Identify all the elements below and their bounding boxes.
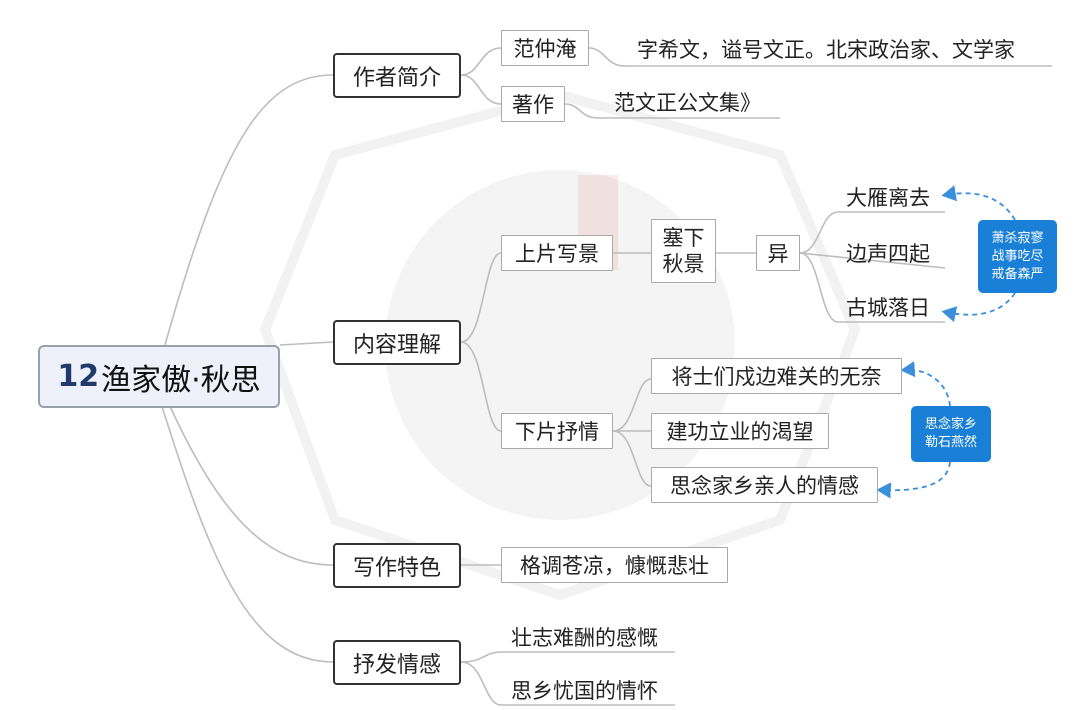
author-works-detail: 范文正公文集》 bbox=[614, 91, 761, 115]
lower-item-1[interactable]: 将士们戍边难关的无奈 bbox=[651, 358, 902, 394]
upper-item-2: 边声四起 bbox=[846, 242, 930, 266]
callout-arrow-lower-top bbox=[900, 361, 951, 407]
upper-diff-node[interactable]: 异 bbox=[756, 235, 800, 271]
connector-root-content bbox=[279, 341, 334, 346]
emotion-item-1: 壮志难酬的感慨 bbox=[511, 626, 658, 650]
callout-arrow-lower-bottom bbox=[876, 461, 951, 499]
upper-callout-line3: 戒备森严 bbox=[991, 266, 1044, 282]
branch-content[interactable]: 内容理解 bbox=[333, 320, 461, 365]
root-number: 12 bbox=[57, 359, 100, 394]
branch-emotion[interactable]: 抒发情感 bbox=[333, 640, 461, 685]
connector-content-upper bbox=[460, 252, 502, 343]
connector-root-emotion bbox=[159, 399, 334, 663]
upper-scene-line2: 秋景 bbox=[662, 252, 705, 276]
lower-callout-line2: 勒石燕然 bbox=[924, 435, 977, 450]
branch-features[interactable]: 写作特色 bbox=[333, 543, 461, 588]
upper-item-1: 大雁离去 bbox=[846, 186, 930, 210]
connector-name-detail bbox=[588, 47, 1052, 67]
connector-works-detail bbox=[564, 103, 780, 119]
lower-item-2[interactable]: 建功立业的渴望 bbox=[651, 413, 829, 449]
upper-callout: 萧杀寂寥 战事吃尽 戒备森严 bbox=[978, 220, 1057, 293]
lower-callout-line1: 思念家乡 bbox=[924, 417, 977, 432]
connector-emotion-item1 bbox=[460, 651, 675, 663]
upper-scene-node[interactable]: 塞下 秋景 bbox=[651, 219, 716, 283]
connector-lower-item3 bbox=[612, 430, 652, 487]
callout-arrow-upper-top bbox=[941, 185, 1016, 221]
author-name-detail: 字希文，谥号文正。北宋政治家、文学家 bbox=[637, 38, 1015, 62]
lower-item-3[interactable]: 思念家乡亲人的情感 bbox=[651, 467, 878, 503]
upper-item-3: 古城落日 bbox=[846, 296, 930, 320]
upper-callout-line2: 战事吃尽 bbox=[991, 248, 1044, 264]
root-node[interactable]: 12 渔家傲·秋思 bbox=[38, 345, 280, 408]
connector-diff-item3 bbox=[799, 252, 945, 323]
connector-root-author bbox=[164, 74, 334, 346]
branch-author[interactable]: 作者简介 bbox=[333, 53, 461, 98]
lower-callout: 思念家乡 勒石燕然 bbox=[911, 406, 991, 462]
upper-part-node[interactable]: 上片写景 bbox=[501, 235, 613, 271]
upper-callout-line1: 萧杀寂寥 bbox=[991, 230, 1044, 246]
author-works-node[interactable]: 著作 bbox=[501, 86, 565, 122]
connector-author-works bbox=[460, 74, 502, 105]
connector-emotion-item2 bbox=[460, 661, 675, 706]
connector-root-features bbox=[164, 394, 334, 566]
upper-scene-line1: 塞下 bbox=[662, 226, 705, 250]
author-name-node[interactable]: 范仲淹 bbox=[501, 30, 589, 66]
connector-diff-item2 bbox=[799, 252, 946, 269]
connector-lower-item1 bbox=[612, 378, 652, 432]
connector-diff-item1 bbox=[799, 211, 945, 254]
features-detail-node[interactable]: 格调苍凉，慷慨悲壮 bbox=[501, 547, 728, 583]
connector-author-name bbox=[460, 47, 502, 76]
emotion-item-2: 思乡忧国的情怀 bbox=[511, 679, 658, 703]
connector-content-lower bbox=[460, 341, 502, 432]
lower-part-node[interactable]: 下片抒情 bbox=[501, 413, 613, 449]
callout-arrow-upper-bottom bbox=[941, 292, 1016, 323]
root-title: 渔家傲·秋思 bbox=[101, 362, 261, 398]
